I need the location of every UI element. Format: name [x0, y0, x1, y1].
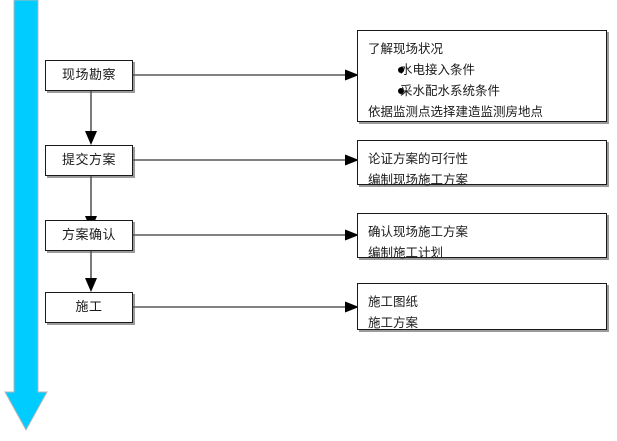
- connector-arrow-submit-plan-to-detail: [133, 147, 361, 173]
- detail-line: 编制现场施工方案: [368, 172, 469, 187]
- step-label-construction: 施工: [75, 300, 103, 315]
- detail-box-site-survey[interactable]: 了解现场状况 水电接入条件 采水配水系统条件 依据监测点选择建造监测房地点: [357, 30, 607, 122]
- detail-line-bullet: 采水配水系统条件: [368, 80, 606, 101]
- step-label-site-survey: 现场勘察: [61, 68, 116, 83]
- connector-arrow-construction-to-detail: [133, 294, 361, 320]
- detail-box-confirm-plan[interactable]: 确认现场施工方案 编制施工计划: [357, 213, 607, 260]
- bullet-icon: [398, 87, 404, 94]
- process-direction-arrow: [0, 0, 52, 436]
- detail-line-bullet: 水电接入条件: [368, 59, 606, 80]
- connector-arrow-confirm-plan-to-detail: [133, 222, 361, 248]
- bullet-icon: [398, 66, 404, 73]
- detail-line: 依据监测点选择建造监测房地点: [368, 104, 544, 119]
- detail-box-construction[interactable]: 施工图纸 施工方案: [357, 283, 607, 330]
- detail-line: 施工方案: [368, 315, 419, 330]
- connector-arrow-step3-to-step4: [82, 251, 100, 293]
- detail-line: 编制施工计划: [368, 245, 444, 260]
- detail-line: 施工图纸: [368, 294, 419, 309]
- detail-line-text: 水电接入条件: [400, 62, 476, 77]
- step-label-submit-plan: 提交方案: [61, 153, 116, 168]
- detail-line: 确认现场施工方案: [368, 224, 469, 239]
- connector-arrow-step1-to-step2: [82, 91, 100, 146]
- detail-line: 了解现场状况: [368, 41, 444, 56]
- connector-arrow-site-survey-to-detail: [133, 62, 361, 88]
- step-label-confirm-plan: 方案确认: [61, 228, 116, 243]
- step-box-confirm-plan[interactable]: 方案确认: [45, 220, 133, 251]
- detail-box-submit-plan[interactable]: 论证方案的可行性 编制现场施工方案: [357, 140, 607, 187]
- step-box-submit-plan[interactable]: 提交方案: [45, 145, 133, 176]
- detail-line: 论证方案的可行性: [368, 151, 469, 166]
- step-box-construction[interactable]: 施工: [45, 292, 133, 323]
- step-box-site-survey[interactable]: 现场勘察: [45, 60, 133, 91]
- detail-line-text: 采水配水系统条件: [400, 83, 501, 98]
